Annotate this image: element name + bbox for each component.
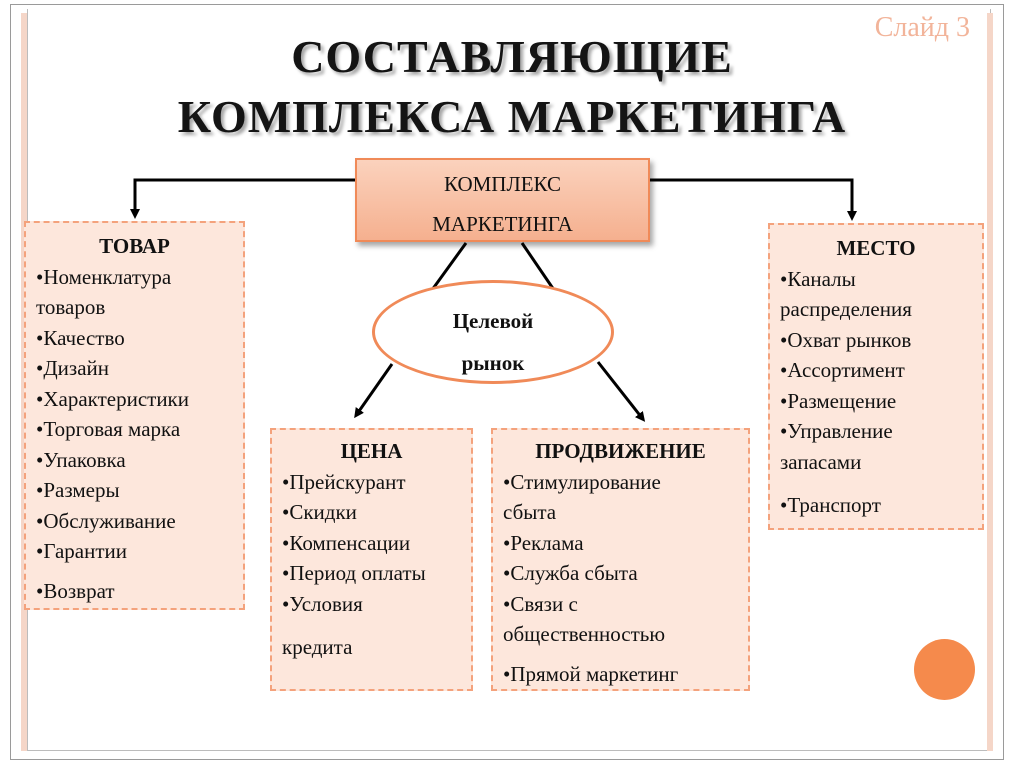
place-item: •Транспорт [780,493,881,517]
product-item: •Номенклатура [36,264,172,289]
place-item: •Управление [780,419,893,443]
price-item: •Компенсации [282,530,411,555]
arrow-to-tovar [130,178,356,219]
product-header: ТОВАР [99,234,170,258]
arrow-to-mesto [650,178,857,221]
price-item: •Условия [282,591,363,616]
price-item: •Прейскурант [282,469,406,494]
product-item: •Качество [36,325,125,350]
promotion-item: общественностью [503,622,666,646]
marketing-mix-line-1: КОМПЛЕКС [443,172,562,196]
product-box: ТОВАР •Номенклатура товаров •Качество •Д… [24,221,245,610]
title-line-1: СОСТАВЛЯЮЩИЕ [291,31,733,82]
product-item: •Обслуживание [36,508,176,533]
product-item: •Возврат [36,578,115,603]
promotion-box: ПРОДВИЖЕНИЕ •Стимулирование сбыта •Рекла… [491,428,750,691]
orange-circle-decoration [914,639,975,700]
promotion-item: •Связи с [503,591,578,616]
target-market-line-1: Целевой [452,309,534,333]
price-item: •Период оплаты [282,561,426,585]
target-market-ellipse: Целевой рынок [372,280,614,384]
product-item: •Размеры [36,478,120,502]
product-item: •Торговая марка [36,417,181,441]
promotion-item: •Реклама [503,530,584,555]
product-item: •Упаковка [36,447,126,472]
promotion-item: •Служба сбыта [503,561,638,585]
place-item: •Охват рынков [780,327,912,352]
target-market-line-2: рынок [461,351,525,375]
place-item: •Каналы [780,266,856,291]
promotion-item: •Прямой маркетинг [503,661,679,686]
price-header: ЦЕНА [340,439,403,463]
place-item: распределения [780,297,912,321]
arrow-to-cena [354,363,394,419]
place-box: МЕСТО •Каналы распределения •Охват рынко… [768,223,984,530]
right-stripe [987,13,993,751]
price-item: •Скидки [282,500,357,524]
place-header: МЕСТО [836,236,916,260]
price-box: ЦЕНА •Прейскурант •Скидки •Компенсации •… [270,428,473,691]
marketing-mix-box: КОМПЛЕКС МАРКЕТИНГА [355,158,650,242]
line-center-to-target-right [520,242,556,291]
place-item: запасами [780,449,862,474]
promotion-header: ПРОДВИЖЕНИЕ [535,439,706,463]
place-item: •Ассортимент [780,358,905,382]
line-center-to-target-left [430,242,468,291]
title-line-2: КОМПЛЕКСА МАРКЕТИНГА [177,91,847,142]
arrow-to-prodvizhenie [596,361,646,422]
promotion-item: сбыта [503,500,557,524]
promotion-item: •Стимулирование [503,469,661,494]
product-item: •Дизайн [36,356,110,380]
price-item: кредита [282,635,353,659]
product-item: товаров [36,295,106,319]
slide-number: Слайд 3 [874,12,970,43]
product-item: •Характеристики [36,386,189,411]
place-item: •Размещение [780,388,897,413]
marketing-mix-line-2: МАРКЕТИНГА [432,212,573,236]
product-item: •Гарантии [36,539,128,563]
